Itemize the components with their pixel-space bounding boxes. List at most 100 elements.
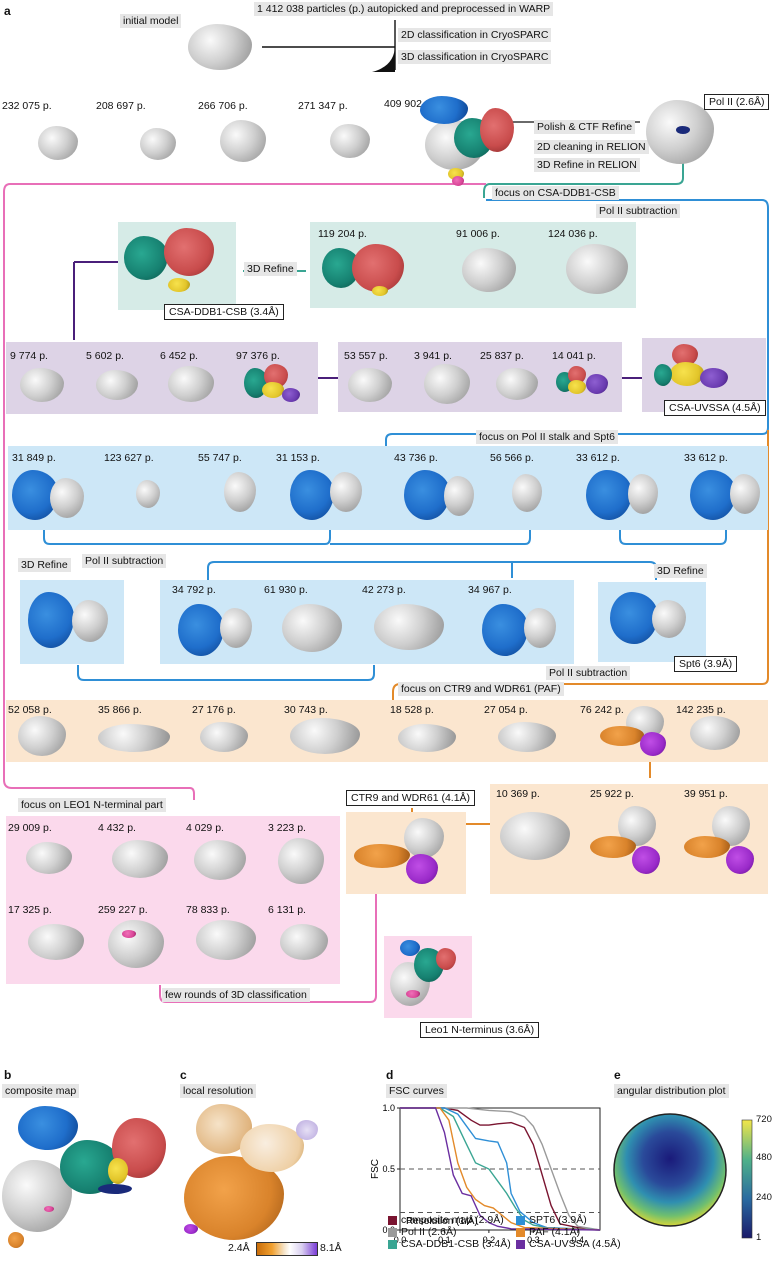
- angular-tick: 720: [756, 1114, 772, 1125]
- fsc-series-line: [400, 1107, 601, 1231]
- class-density: [50, 478, 84, 518]
- class-density: [282, 604, 342, 652]
- ctr9-result: CTR9 and WDR61 (4.1Å): [346, 790, 476, 806]
- refine3d-relion-label: 3D Refine in RELION: [534, 158, 640, 172]
- class-density: [590, 836, 636, 858]
- x-tick-label: 0.3: [527, 1235, 540, 1245]
- local-resolution-density: [240, 1124, 304, 1172]
- clean2d-label: 2D cleaning in RELION: [534, 140, 649, 154]
- class-density: [26, 842, 72, 874]
- class-count: 53 557 p.: [344, 350, 388, 362]
- class-count: 119 204 p.: [318, 228, 367, 240]
- fsc-title: FSC curves: [386, 1084, 447, 1098]
- angular-tick: 240: [756, 1192, 772, 1203]
- legend-swatch: [388, 1240, 397, 1249]
- class-count: 30 743 p.: [284, 704, 328, 716]
- class-density: [108, 920, 164, 968]
- class-density: [28, 592, 74, 648]
- class-density: [98, 724, 170, 752]
- class-density: [200, 722, 248, 752]
- class-density: [194, 840, 246, 880]
- class-density: [512, 474, 542, 512]
- class-density: [136, 480, 160, 508]
- class-density: [178, 604, 224, 656]
- csa-ddb1-density: [164, 228, 214, 276]
- class-density: [684, 836, 730, 858]
- x-tick-label: 0.2: [483, 1235, 496, 1245]
- panel-letter-b: b: [4, 1068, 12, 1082]
- class-count: 17 325 p.: [8, 904, 52, 916]
- class-density: [690, 470, 736, 520]
- spt6-density: [610, 592, 658, 644]
- class2d-cryosparc-label: 2D classification in CryoSPARC: [398, 28, 552, 42]
- composite-map-density: [44, 1206, 54, 1212]
- class-count: 35 866 p.: [98, 704, 142, 716]
- composite-map-density: [8, 1232, 24, 1248]
- composite-map-density: [18, 1106, 78, 1150]
- y-axis-label: FSC: [370, 1159, 381, 1179]
- class-count: 39 951 p.: [684, 788, 728, 800]
- class-count: 33 612 p.: [576, 452, 620, 464]
- class-density: [28, 924, 84, 960]
- class-count: 271 347 p.: [298, 100, 348, 112]
- class-density: [220, 608, 252, 648]
- class-density: [444, 476, 474, 516]
- class-density: [462, 248, 516, 292]
- legend-label: Pol II (2.6Å): [401, 1226, 457, 1238]
- composite-map-label: composite map: [2, 1084, 80, 1098]
- class-density: [372, 286, 388, 296]
- csa-ddb1-density: [124, 236, 168, 280]
- class-count: 25 922 p.: [590, 788, 634, 800]
- class-count: 31 849 p.: [12, 452, 56, 464]
- csa-uvssa-density: [700, 368, 728, 388]
- class-count: 61 930 p.: [264, 584, 308, 596]
- few-rounds-label: few rounds of 3D classification: [162, 988, 310, 1002]
- csa-uvssa-density: [670, 362, 704, 386]
- y-tick-label: 1.0: [382, 1103, 395, 1113]
- pol2-complex-density: [420, 96, 468, 124]
- local-resolution-density: [296, 1120, 318, 1140]
- class-density: [220, 120, 266, 162]
- class-density: [352, 244, 404, 292]
- class-density: [112, 840, 168, 878]
- panel-letter-a: a: [4, 4, 11, 18]
- legend-swatch: [388, 1228, 397, 1237]
- legend-swatch: [516, 1240, 525, 1249]
- x-tick-label: 0.0: [394, 1235, 407, 1245]
- class-density: [524, 608, 556, 648]
- focus-csa-label: focus on CSA-DDB1-CSB: [492, 186, 619, 200]
- class-density: [424, 364, 470, 404]
- angular-tick: 480: [756, 1152, 772, 1163]
- class-count: 29 009 p.: [8, 822, 52, 834]
- class-density: [628, 474, 658, 514]
- class-density: [498, 722, 556, 752]
- class-count: 56 566 p.: [490, 452, 534, 464]
- class-density: [330, 472, 362, 512]
- class-count: 91 006 p.: [456, 228, 500, 240]
- class-count: 266 706 p.: [198, 100, 248, 112]
- legend-label: composite map (2.9Å): [401, 1214, 504, 1226]
- leo1-density: [436, 948, 456, 970]
- csa-ddb1-density: [168, 278, 190, 292]
- class-count: 27 054 p.: [484, 704, 528, 716]
- focus-leo1-label: focus on LEO1 N-terminal part: [18, 798, 166, 812]
- angular-disk: [614, 1114, 726, 1226]
- class-density: [196, 920, 256, 960]
- class-density: [374, 604, 444, 650]
- pol2-subtraction-label: Pol II subtraction: [82, 554, 167, 568]
- focus-paf-label: focus on CTR9 and WDR61 (PAF): [398, 682, 564, 696]
- class-density: [482, 604, 528, 656]
- ctr9-density: [406, 854, 438, 884]
- polish-label: Polish & CTF Refine: [534, 120, 636, 134]
- class-density: [404, 470, 450, 520]
- csa-uvssa-density: [654, 364, 672, 386]
- angular-title: angular distribution plot: [614, 1084, 729, 1098]
- class-count: 25 837 p.: [480, 350, 524, 362]
- locres-colorbar: [256, 1242, 318, 1256]
- class-density: [140, 128, 176, 160]
- refine3d-label: 3D Refine: [654, 564, 707, 578]
- local-resolution-density: [184, 1224, 198, 1234]
- fsc-series-line: [400, 1107, 601, 1231]
- csa-uvssa-density: [672, 344, 698, 366]
